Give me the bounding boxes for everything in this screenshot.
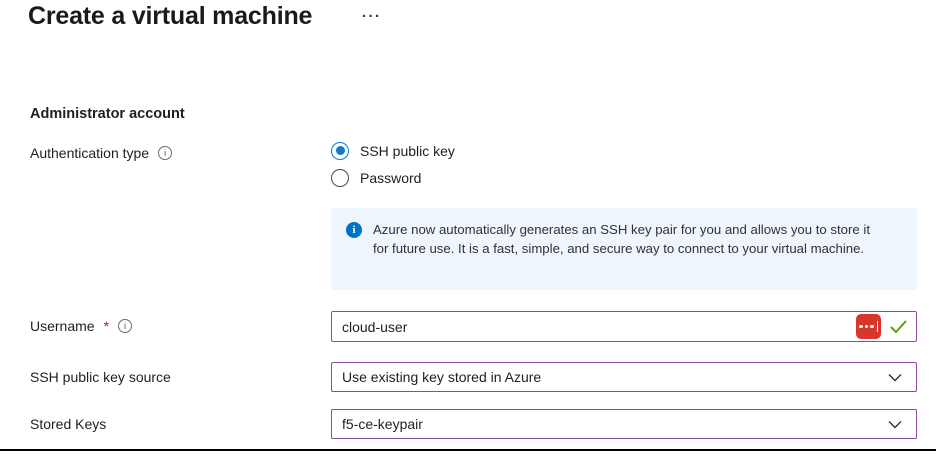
- radio-selected-icon: [331, 141, 349, 160]
- stored-keys-label: Stored Keys: [30, 416, 106, 432]
- username-input[interactable]: [332, 312, 856, 341]
- stored-keys-label-text: Stored Keys: [30, 416, 107, 432]
- ssh-info-banner-text: Azure now automatically generates an SSH…: [373, 222, 870, 256]
- chevron-down-icon: [888, 373, 902, 382]
- username-label: Username * i: [30, 318, 133, 334]
- radio-ssh-public-key[interactable]: SSH public key: [331, 137, 455, 164]
- username-input-container: [331, 311, 917, 342]
- radio-password[interactable]: Password: [331, 164, 455, 191]
- more-options-icon[interactable]: ···: [362, 8, 382, 25]
- password-manager-icon[interactable]: [856, 314, 881, 339]
- authentication-type-radio-group: SSH public key Password: [331, 137, 455, 191]
- username-label-text: Username: [30, 318, 95, 334]
- required-asterisk: *: [103, 318, 110, 334]
- page-title: Create a virtual machine: [28, 2, 313, 30]
- ssh-key-source-dropdown[interactable]: Use existing key stored in Azure: [331, 362, 917, 392]
- info-filled-icon: i: [346, 222, 362, 238]
- info-icon[interactable]: i: [158, 146, 173, 160]
- radio-ssh-public-key-label: SSH public key: [360, 142, 455, 159]
- section-title-administrator-account: Administrator account: [30, 106, 185, 122]
- authentication-type-label-text: Authentication type: [30, 145, 150, 161]
- chevron-down-icon: [888, 420, 902, 429]
- ssh-key-source-label: SSH public key source: [30, 369, 171, 385]
- ssh-key-source-label-text: SSH public key source: [30, 369, 171, 385]
- info-icon[interactable]: i: [118, 319, 133, 333]
- stored-keys-value: f5-ce-keypair: [342, 416, 423, 432]
- authentication-type-label: Authentication type i: [30, 145, 173, 161]
- footer-divider: [0, 449, 936, 451]
- radio-unselected-icon: [331, 168, 349, 187]
- ssh-key-source-value: Use existing key stored in Azure: [342, 369, 542, 385]
- radio-password-label: Password: [360, 169, 422, 186]
- stored-keys-dropdown[interactable]: f5-ce-keypair: [331, 409, 917, 439]
- ssh-info-banner: i Azure now automatically generates an S…: [331, 208, 917, 290]
- valid-check-icon: [890, 320, 907, 334]
